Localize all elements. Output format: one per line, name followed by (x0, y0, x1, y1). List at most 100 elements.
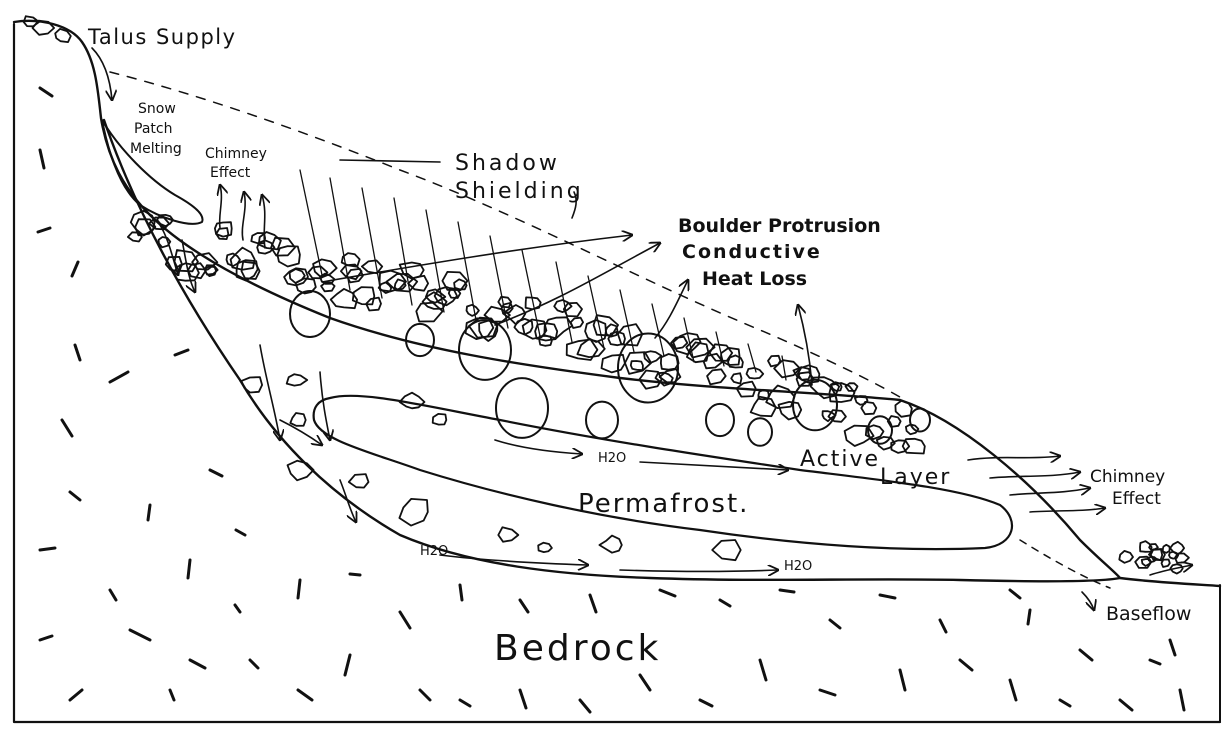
large-boulder (868, 416, 892, 444)
bedrock-mark (40, 88, 52, 96)
label-snow: Snow (138, 101, 176, 117)
large-boulder (706, 404, 734, 436)
embedded-rock (599, 536, 621, 553)
chimney-right-arrow-2 (990, 472, 1080, 478)
baseflow-arrow (1082, 592, 1094, 610)
label-permafrost: Permafrost. (578, 489, 749, 519)
large-boulder (910, 409, 930, 432)
bedrock-mark (700, 700, 712, 706)
bedrock-mark (420, 690, 430, 700)
label-melting: Melting (130, 141, 182, 157)
bedrock-mark (780, 590, 794, 592)
embedded-rock (498, 527, 518, 542)
shadow-pointer (340, 160, 440, 162)
label-chimney-top: Chimney (205, 146, 267, 162)
bedrock-mark (590, 595, 596, 612)
bedrock-mark (130, 630, 150, 640)
label-effect-top: Effect (210, 165, 251, 181)
label-talus-supply: Talus Supply (87, 25, 237, 49)
label-conductive: Conductive (682, 241, 822, 263)
bedrock-mark (170, 690, 174, 700)
talus-rock (128, 232, 142, 241)
embedded-rock (538, 543, 552, 552)
toe-rock (1135, 557, 1151, 568)
bedrock-mark (880, 595, 895, 598)
bedrock-mark (1150, 660, 1160, 664)
bedrock-mark (520, 600, 528, 612)
chimney-right-arrow-1 (968, 456, 1060, 460)
chimney-arrow-1 (220, 185, 222, 228)
chimney-arrow-2 (242, 192, 245, 240)
bedrock-mark (660, 590, 675, 596)
talus-rock (779, 402, 802, 420)
boulder-arrow-1 (322, 235, 632, 282)
water-arrow-4 (620, 570, 778, 572)
embedded-rock (349, 474, 369, 488)
bedrock-mark (38, 228, 50, 232)
flow-arrows (92, 48, 1192, 610)
bedrock-mark (460, 585, 462, 600)
water-arrow-1 (495, 440, 582, 454)
bedrock-mark (1028, 610, 1030, 624)
label-shielding: Shielding (455, 179, 584, 204)
label-baseflow: Baseflow (1106, 603, 1191, 625)
talus-rock (467, 305, 479, 316)
bedrock-mark (110, 372, 128, 382)
bedrock-mark (188, 560, 190, 578)
label-heat-loss: Heat Loss (702, 268, 807, 290)
talus-rock (644, 351, 662, 363)
talus-rock (216, 228, 228, 239)
bedrock-mark (75, 345, 80, 360)
chimney-right-arrow-3 (1010, 488, 1090, 495)
embedded-rock (712, 540, 741, 560)
label-bedrock: Bedrock (494, 628, 661, 669)
water-arrow-2 (640, 462, 788, 470)
bedrock-mark (900, 670, 905, 690)
bedrock-mark (960, 660, 972, 670)
boulder-arrow-2 (495, 243, 660, 325)
bedrock-mark (1010, 680, 1016, 700)
bedrock-mark (400, 612, 410, 628)
labels: Talus Supply Snow Patch Melting Chimney … (87, 25, 1191, 669)
embedded-rock (241, 377, 262, 392)
embedded-rock (399, 499, 427, 526)
talus-rock (631, 361, 643, 370)
label-h2o-2: H2O (420, 544, 448, 559)
bedrock-mark (298, 690, 312, 700)
bedrock-mark (175, 350, 188, 355)
large-boulder (748, 418, 772, 446)
ground-outline (14, 24, 1220, 722)
bedrock-mark (640, 675, 650, 690)
embedded-rock (290, 413, 305, 426)
talus-rock (577, 339, 604, 357)
label-patch: Patch (134, 121, 172, 137)
talus-rock (554, 300, 571, 312)
talus-rock (707, 369, 726, 384)
embedded-rock (433, 414, 447, 425)
large-boulder (586, 402, 618, 439)
bedrock-mark (235, 605, 240, 612)
bedrock-mark (345, 655, 350, 675)
talus-rock (728, 355, 743, 367)
label-boulder-protrusion: Boulder Protrusion (678, 215, 881, 237)
embedded-rock (400, 393, 425, 409)
talus-rock (498, 297, 511, 308)
chimney-right-arrow-4 (1030, 508, 1105, 512)
bedrock-mark (70, 492, 80, 500)
label-layer: Layer (880, 465, 951, 490)
large-boulder (406, 324, 434, 356)
bedrock-mark (1180, 690, 1184, 710)
talus-rock (903, 439, 925, 454)
talus-rock (895, 401, 911, 417)
bedrock-mark (720, 600, 730, 606)
embedded-rock (288, 461, 314, 481)
large-boulder (290, 291, 330, 337)
large-boulder (459, 320, 511, 380)
chimney-arrow-3 (262, 195, 265, 248)
bedrock-mark (148, 505, 150, 520)
bedrock-mark (70, 690, 82, 700)
label-effect-right: Effect (1112, 489, 1161, 509)
talus-rock (861, 402, 876, 414)
